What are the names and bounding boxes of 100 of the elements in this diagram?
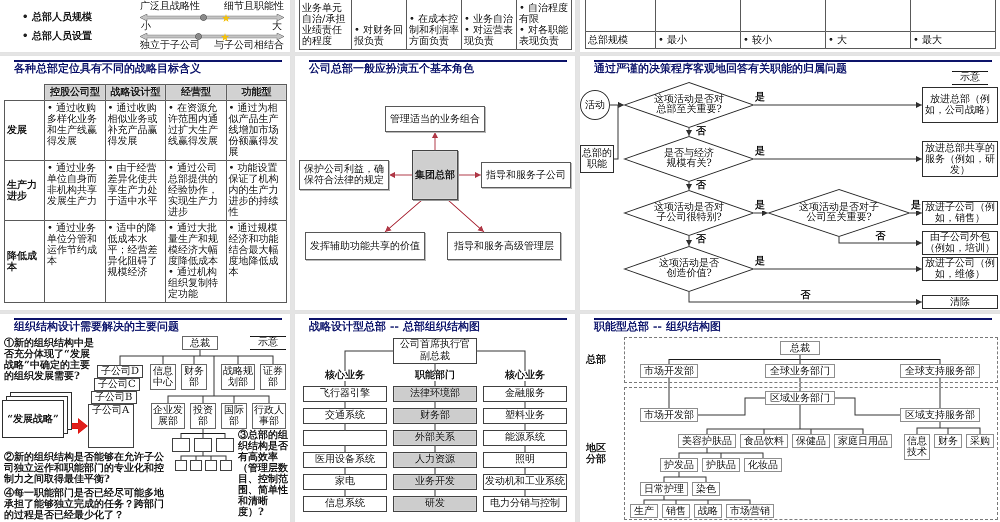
- edge-label: 否: [696, 235, 706, 245]
- table-cell: • 通过收购多样化业务和生产线赢得发展: [44, 100, 105, 160]
- note-tag: 示意: [250, 336, 286, 350]
- connector-line: [524, 468, 526, 474]
- arrow: [384, 200, 422, 232]
- arrow: [388, 172, 412, 178]
- table-cell: • 在成本控制和利润率方面负责: [406, 0, 462, 50]
- connector-line: [524, 490, 526, 496]
- org-box: 外部关系: [393, 430, 477, 446]
- role-box: 保护公司利益，确保符合法律的规定: [299, 160, 389, 190]
- arrow: [614, 102, 624, 160]
- empty-box: [205, 460, 217, 471]
- connector-line: [202, 428, 226, 438]
- org-box: 投资部: [190, 403, 216, 429]
- org-box: 市场开发部: [640, 408, 698, 422]
- slide-panel: [0, 314, 290, 522]
- document-page: 子公司D: [97, 365, 143, 378]
- connector-line: [800, 404, 864, 434]
- org-box: 护肤品: [702, 458, 740, 472]
- cell-text: • 通过机构组织复制特定功能: [168, 267, 219, 300]
- connector-line: [434, 468, 436, 474]
- org-box: 电力分销与控制: [483, 496, 567, 512]
- empty-box: [190, 460, 202, 471]
- org-box: 信息中心: [150, 364, 176, 390]
- arrow: [754, 102, 922, 108]
- connector-line: [706, 448, 764, 458]
- connector-line: [434, 490, 436, 496]
- table-cell: • 通过业务单位分管和运作节约成本: [44, 220, 105, 302]
- bullet-text: • 总部人员规模: [22, 12, 93, 24]
- table-cell: • 适中的降低成本水平；经营差异化阻碍了规模经济: [105, 220, 166, 302]
- org-box: 塑料业务: [483, 408, 567, 424]
- slide-title: 公司总部一般应扮演五个基本角色: [309, 62, 474, 75]
- org-box: 保健品: [792, 434, 830, 448]
- empty-box: [220, 460, 232, 471]
- connector-line: [344, 402, 346, 408]
- org-box: 护发品: [660, 458, 698, 472]
- org-box: 行政人事部: [252, 403, 286, 429]
- table-cell: • 较小: [740, 32, 826, 48]
- role-box: 指导和服务子公司: [481, 162, 571, 188]
- header-cell: 战略设计型: [105, 84, 166, 100]
- arrow: [686, 236, 692, 246]
- connector-line: [524, 402, 526, 408]
- document-page: 子公司A: [88, 404, 134, 448]
- arrow: [72, 421, 88, 431]
- question-text: ③总部的组织结构是否有高效率（管理层数目、控制范围、简单性和清晰度）?: [238, 430, 289, 518]
- slide-title: 战略设计型总部 -- 总部组织结构图: [309, 320, 480, 333]
- scale-label: 大: [272, 22, 283, 32]
- table-cell: 生产力进步: [4, 160, 44, 220]
- scale-label: 小: [141, 22, 152, 32]
- edge-label: 否: [696, 127, 706, 137]
- decision-diamond: 这项活动是否创造价值?: [624, 246, 754, 292]
- cell-text: • 对运营表现负责: [464, 25, 514, 47]
- table-cell: • 通过业务单位自身而非机构共享发展生产力: [44, 160, 105, 220]
- arrow: [688, 292, 922, 305]
- org-box: 化妆品: [744, 458, 782, 472]
- org-box: 业务开发: [393, 474, 477, 490]
- org-box: 发动机和工业系统: [483, 474, 567, 490]
- org-box: 企业发展部: [151, 403, 185, 429]
- org-box: 研发: [393, 496, 477, 512]
- org-box: 财务: [934, 434, 962, 448]
- table-cell: • 通过公司总部提供的经验协作，实现生产力进步: [166, 160, 226, 220]
- org-box: [393, 338, 477, 364]
- edge-label: 核心业务: [504, 371, 546, 381]
- scale-label: 独立于子公司: [140, 41, 201, 51]
- slide-title: 组织结构设计需要解决的主要问题: [14, 320, 179, 333]
- table-cell: • 由于经营差异化使共享生产力处于适中水平: [105, 160, 166, 220]
- connector-line: [344, 350, 394, 386]
- process-box: 放进子公司（例如，维修）: [922, 257, 998, 281]
- scale-label: 细节且职能性: [223, 2, 284, 12]
- connector-line: [678, 472, 706, 482]
- empty-box: [175, 460, 187, 471]
- org-box: 家庭日用品: [834, 434, 892, 448]
- document-page: 子公司B: [91, 391, 137, 404]
- org-box: 人力资源: [393, 452, 477, 468]
- note-tag: 示意: [952, 71, 988, 85]
- process-box: 清除: [922, 295, 998, 309]
- org-box: 日常护理: [640, 482, 688, 496]
- scale-label: 与子公司相结合: [213, 41, 284, 51]
- role-box: 管理适当的业务组合: [385, 106, 485, 132]
- table-cell: • 通过收购相似业务或补充产品赢得发展: [105, 100, 166, 160]
- slide-panel: [580, 314, 1000, 522]
- connector-line: [344, 424, 346, 430]
- org-box: 全球支持服务部: [900, 364, 980, 378]
- region-label: 总部: [586, 354, 607, 366]
- arrow: [754, 266, 922, 272]
- hub-box: 集团总部: [412, 150, 458, 200]
- org-box: 区域业务部门: [765, 391, 835, 405]
- arrow: [432, 132, 438, 150]
- connector-line: [834, 398, 900, 416]
- process-box: 放进子公司（例如，销售）: [922, 201, 998, 225]
- header-cell: 功能型: [226, 84, 286, 100]
- org-box: 销售: [662, 504, 690, 518]
- org-box: 家电: [303, 474, 387, 490]
- arrow: [458, 172, 482, 178]
- scale-label: 广泛且战略性: [140, 2, 201, 12]
- org-box: 总裁: [780, 341, 820, 355]
- org-box: 飞行器引擎: [303, 386, 387, 402]
- edge-label: 否: [876, 232, 886, 242]
- slide-panel: [295, 314, 575, 522]
- table-cell: • 大: [826, 32, 910, 48]
